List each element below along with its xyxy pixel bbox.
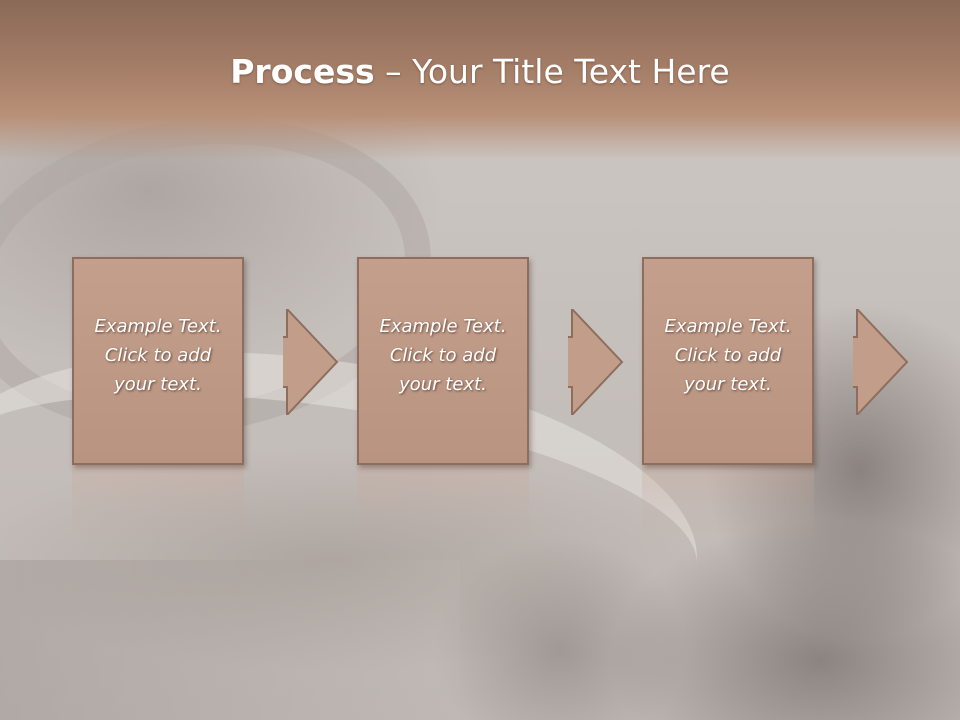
step-text-line: Example Text.: [94, 315, 222, 337]
step-reflection: [357, 465, 529, 545]
step-text-line: Click to add: [674, 344, 782, 366]
step-text: Example Text. Click to add your text.: [648, 312, 808, 399]
step-text-line: Click to add: [104, 344, 212, 366]
step-reflection: [642, 465, 814, 545]
title-bold: Process: [230, 52, 375, 91]
step-text-line: your text.: [114, 373, 202, 395]
step-text-line: Example Text.: [664, 315, 792, 337]
step-text-line: your text.: [399, 373, 487, 395]
title-band: [0, 0, 960, 160]
arrow-right-icon[interactable]: [853, 309, 909, 415]
step-text-line: your text.: [684, 373, 772, 395]
step-text: Example Text. Click to add your text.: [363, 312, 523, 399]
slide-title[interactable]: Process – Your Title Text Here: [0, 52, 960, 91]
process-step-2[interactable]: Example Text. Click to add your text.: [357, 257, 529, 465]
title-rest: – Your Title Text Here: [374, 52, 730, 91]
arrow-right-icon[interactable]: [568, 309, 624, 415]
step-reflection: [72, 465, 244, 545]
step-text-line: Click to add: [389, 344, 497, 366]
step-text-line: Example Text.: [379, 315, 507, 337]
step-text: Example Text. Click to add your text.: [78, 312, 238, 399]
background-floor: [0, 560, 460, 720]
process-step-1[interactable]: Example Text. Click to add your text.: [72, 257, 244, 465]
process-step-3[interactable]: Example Text. Click to add your text.: [642, 257, 814, 465]
arrow-right-icon[interactable]: [283, 309, 339, 415]
